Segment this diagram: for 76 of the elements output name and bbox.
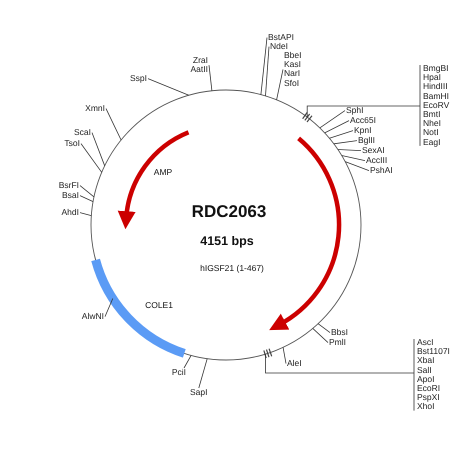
leader-line	[265, 338, 414, 412]
restriction-site-label: BamHI	[423, 92, 450, 101]
restriction-site-label: AleI	[287, 359, 302, 368]
restriction-site-label: ScaI	[74, 128, 91, 138]
restriction-site-label: EcoRV	[423, 100, 450, 110]
restriction-site-label: SexAI	[362, 146, 385, 156]
restriction-site-label: PciI	[172, 368, 186, 378]
restriction-site-label: SphI	[346, 106, 364, 116]
restriction-site-label: NdeI	[270, 42, 288, 52]
restriction-site-label: SspI	[130, 74, 147, 84]
plasmid-name: RDC2063	[192, 202, 266, 222]
restriction-site-label: AlwNI	[82, 312, 104, 322]
restriction-site-label: PmlI	[329, 338, 346, 348]
restriction-site-label: PshAI	[370, 166, 393, 176]
leader-line	[198, 358, 208, 388]
insert-label: hIGSF21 (1-467)	[200, 263, 264, 273]
restriction-site-label: XmnI	[85, 104, 105, 114]
restriction-site-label: BsrFI	[58, 181, 79, 190]
restriction-site-label: PspXI	[417, 393, 441, 402]
leader-line	[80, 212, 92, 216]
restriction-site-label: TsoI	[64, 139, 80, 148]
restriction-site-label: BmgBI	[423, 64, 450, 74]
leader-line	[184, 355, 192, 368]
restriction-site-label: KpnI	[354, 126, 372, 136]
restriction-site-label: XhoI	[417, 402, 434, 412]
leader-line	[265, 46, 270, 96]
restriction-site-label: BstAPI	[268, 33, 294, 42]
leader-line	[306, 64, 420, 146]
leader-line	[282, 347, 286, 364]
restriction-site-label: HindIII	[423, 82, 449, 92]
restriction-site-label: NotI	[423, 128, 440, 138]
feature-label: COLE1	[145, 300, 173, 310]
restriction-site-label: BmtI	[423, 110, 442, 120]
restriction-site-label: AatII	[190, 65, 208, 74]
restriction-site-label: AccIII	[366, 156, 388, 166]
restriction-site-label: NheI	[423, 119, 442, 128]
restriction-site-label: BsaI	[62, 191, 79, 200]
restriction-site-label: ApoI	[417, 374, 436, 384]
restriction-site-label: AhdI	[62, 208, 79, 218]
restriction-site-label: BglII	[358, 136, 376, 146]
restriction-site-label: Acc65I	[350, 116, 376, 126]
leader-line	[312, 328, 328, 343]
leader-line	[341, 155, 366, 161]
leader-line	[80, 185, 94, 198]
leader-line	[319, 110, 346, 128]
feature-label: AMP	[154, 167, 172, 177]
restriction-site-label: KasI	[284, 60, 302, 70]
restriction-site-label: EagI	[423, 138, 442, 147]
restriction-site-label: BbeI	[284, 51, 302, 60]
plasmid-size: 4151 bps	[200, 234, 254, 248]
leader-line	[276, 69, 284, 100]
restriction-site-label: EcoRI	[417, 384, 442, 394]
leader-line	[333, 140, 358, 144]
leader-line	[106, 108, 122, 140]
leader-line	[260, 37, 268, 95]
restriction-site-label: ZraI	[192, 56, 208, 66]
restriction-site-label: HpaI	[423, 73, 441, 82]
leader-line	[338, 149, 362, 151]
restriction-site-label: NarI	[284, 69, 302, 79]
leader-line	[92, 132, 106, 166]
leader-line	[80, 143, 102, 173]
restriction-site-label: BbsI	[331, 328, 348, 338]
leader-line	[318, 323, 330, 333]
leader-line	[104, 298, 114, 317]
restriction-site-label: SalI	[417, 366, 433, 375]
leader-line	[208, 64, 212, 92]
restriction-site-label: Bst1107I	[417, 347, 450, 356]
leader-line	[324, 120, 350, 134]
leader-line	[344, 161, 370, 171]
leader-line	[80, 195, 94, 202]
restriction-site-label: XbaI	[417, 356, 436, 366]
restriction-site-label: AscI	[417, 338, 435, 348]
restriction-site-label: SapI	[190, 388, 208, 398]
leader-line	[329, 130, 354, 139]
restriction-site-label: SfoI	[284, 78, 300, 88]
leader-line	[148, 78, 190, 96]
